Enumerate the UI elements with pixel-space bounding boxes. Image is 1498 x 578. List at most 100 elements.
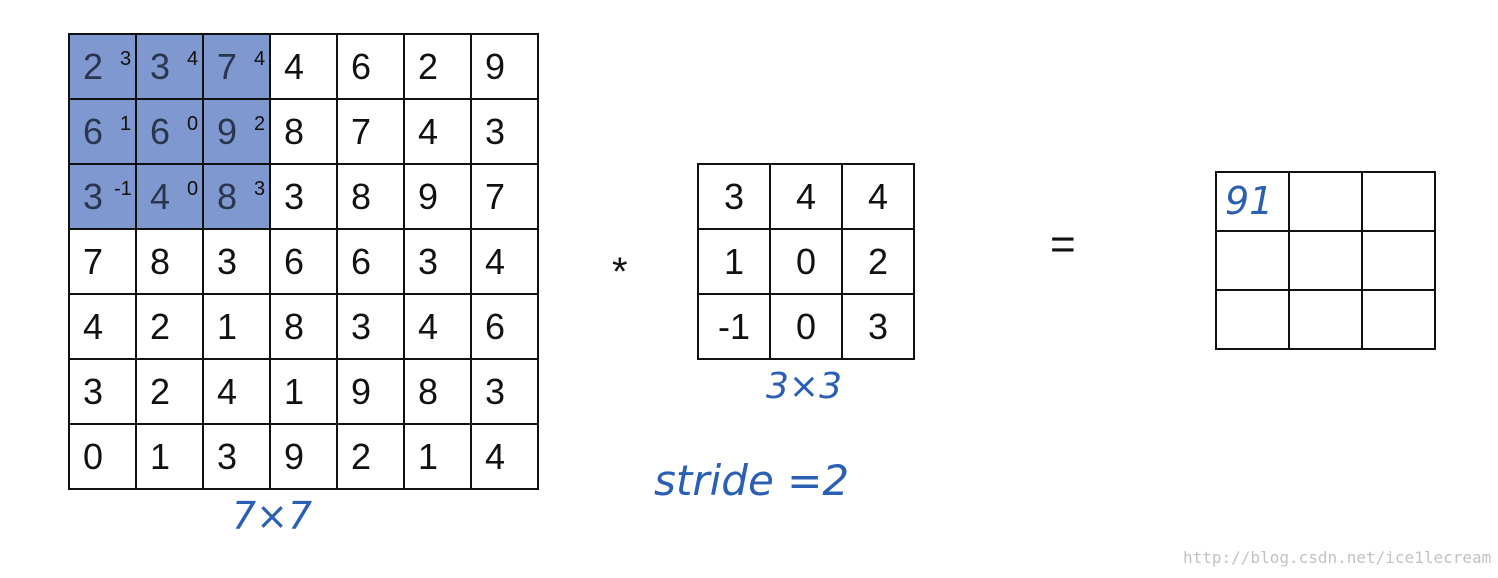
filter-weight-overlay: -1: [114, 178, 132, 200]
input-cell-value: 1: [418, 436, 439, 477]
output-row: 91: [1215, 171, 1436, 232]
input-cell-value: 3: [485, 371, 506, 412]
input-cell: 3: [403, 228, 472, 295]
input-cell: 6: [470, 293, 539, 360]
input-cell-value: 2: [150, 371, 171, 412]
input-cell: 9: [403, 163, 472, 230]
filter-cell-value: 4: [795, 176, 817, 217]
input-cell-value: 2: [351, 436, 372, 477]
filter-size-label: 3×3: [766, 366, 842, 407]
input-cell-value: 6: [485, 306, 506, 347]
input-cell: 3: [269, 163, 338, 230]
filter-cell-value: 2: [867, 241, 889, 282]
filter-cell-value: 3: [867, 306, 889, 347]
input-cell: 3 -1: [68, 163, 137, 230]
input-cell-value: 6: [150, 111, 171, 152]
input-cell: 4: [403, 293, 472, 360]
input-cell-value: 8: [284, 111, 305, 152]
input-cell: 3: [202, 423, 271, 490]
input-cell: 6: [336, 228, 405, 295]
output-cell: [1288, 289, 1363, 350]
input-cell: 9: [470, 33, 539, 100]
input-cell-value: 1: [217, 306, 238, 347]
filter-weight-overlay: 3: [254, 178, 266, 200]
input-cell: 9: [336, 358, 405, 425]
input-cell-value: 3: [83, 371, 104, 412]
input-cell-value: 9: [485, 46, 506, 87]
filter-cell: -1: [697, 293, 771, 360]
filter-weight-overlay: 2: [254, 113, 266, 135]
input-cell: 4: [403, 98, 472, 165]
input-cell-value: 4: [150, 176, 171, 217]
input-cell-value: 8: [217, 176, 238, 217]
filter-cell: 0: [769, 293, 843, 360]
input-cell-value: 3: [217, 241, 238, 282]
input-cell: 8: [269, 98, 338, 165]
input-cell-value: 7: [83, 241, 104, 282]
output-cell-value: 91: [1225, 179, 1274, 223]
filter-cell: 3: [841, 293, 915, 360]
filter-cell-value: -1: [717, 306, 750, 347]
watermark: http://blog.csdn.net/ice1lecream: [1183, 548, 1492, 567]
input-cell: 4: [202, 358, 271, 425]
filter-row: 1 0 2: [697, 228, 915, 295]
filter-cell: 1: [697, 228, 771, 295]
input-cell-value: 4: [418, 111, 439, 152]
input-cell-value: 8: [351, 176, 372, 217]
input-cell-value: 9: [351, 371, 372, 412]
input-cell-value: 8: [284, 306, 305, 347]
input-cell-value: 4: [83, 306, 104, 347]
input-cell-value: 4: [485, 436, 506, 477]
output-matrix: 91: [1215, 171, 1436, 350]
input-cell: 3: [336, 293, 405, 360]
input-cell-value: 4: [284, 46, 305, 87]
input-cell-value: 9: [284, 436, 305, 477]
input-cell: 3: [202, 228, 271, 295]
input-cell-value: 9: [217, 111, 238, 152]
filter-cell-value: 1: [723, 241, 745, 282]
input-cell-value: 6: [284, 241, 305, 282]
input-cell-value: 2: [418, 46, 439, 87]
filter-weight-overlay: 0: [187, 113, 199, 135]
output-cell: [1215, 230, 1290, 291]
input-cell: 3: [470, 358, 539, 425]
filter-cell: 2: [841, 228, 915, 295]
input-cell-value: 4: [485, 241, 506, 282]
input-cell-value: 3: [83, 176, 104, 217]
input-size-label: 7×7: [232, 494, 313, 538]
convolution-operator: *: [612, 250, 628, 294]
input-cell-value: 8: [150, 241, 171, 282]
filter-weight-overlay: 4: [187, 48, 199, 70]
input-cell: 8: [269, 293, 338, 360]
input-cell: 1: [269, 358, 338, 425]
filter-cell: 4: [769, 163, 843, 230]
input-cell-value: 9: [418, 176, 439, 217]
input-cell: 7: [68, 228, 137, 295]
filter-cell-value: 3: [723, 176, 745, 217]
input-cell: 2: [336, 423, 405, 490]
input-cell-value: 6: [351, 46, 372, 87]
input-cell: 4: [470, 228, 539, 295]
input-cell: 8: [135, 228, 204, 295]
input-cell-value: 4: [217, 371, 238, 412]
input-cell: 2: [403, 33, 472, 100]
input-cell: 2: [135, 358, 204, 425]
filter-cell-value: 0: [795, 241, 817, 282]
output-cell: [1361, 230, 1436, 291]
output-cell: [1361, 171, 1436, 232]
filter-cell-value: 4: [867, 176, 889, 217]
input-cell: 2: [135, 293, 204, 360]
filter-cell: 4: [841, 163, 915, 230]
input-cell-value: 7: [485, 176, 506, 217]
